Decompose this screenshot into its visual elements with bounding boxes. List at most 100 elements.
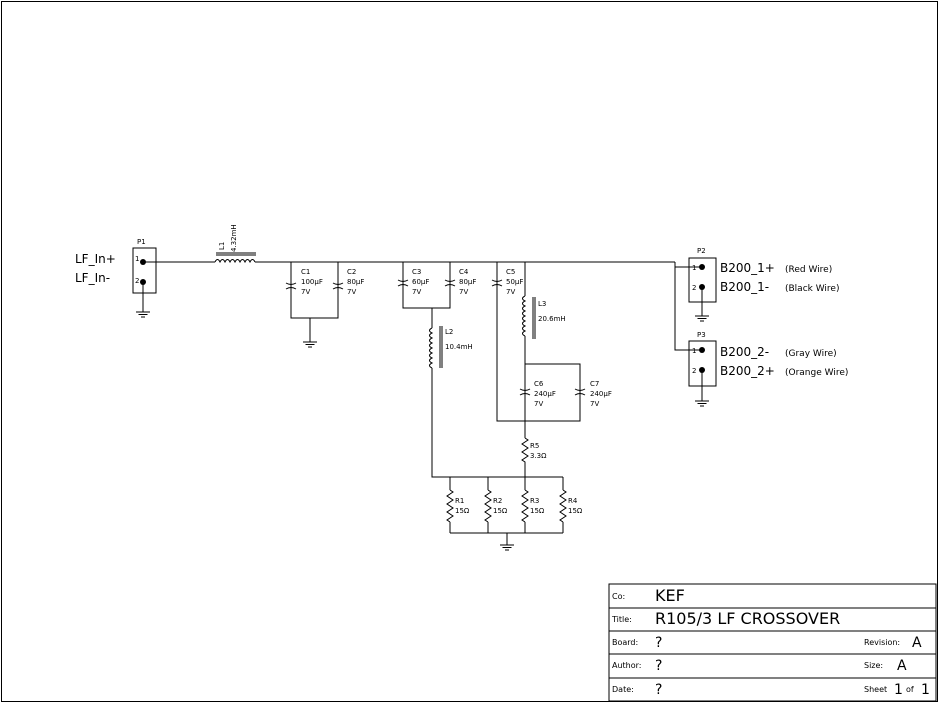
inductor-l1: L1 4.32mH: [214, 224, 256, 264]
inductor-l2-value: 10.4mH: [445, 343, 473, 351]
net-label-lf-in-minus: LF_In-: [75, 271, 110, 285]
connector-p1: P1 1 2: [132, 238, 157, 294]
capacitor-c3: C3 60µF 7V: [397, 268, 429, 296]
connector-p2: P2 1 2: [688, 247, 717, 303]
capacitor-c2-voltage: 7V: [347, 288, 356, 296]
capacitor-c5-value: 50µF: [506, 278, 523, 286]
net-label-lf-in-plus: LF_In+: [75, 252, 116, 266]
title-block-date-value: ?: [655, 682, 662, 698]
capacitor-c3-value: 60µF: [412, 278, 429, 286]
net-label-b200-1-plus: B200_1+: [720, 261, 775, 275]
title-block-board-label: Board:: [612, 638, 638, 647]
resistor-r4-value: 15Ω: [568, 507, 583, 515]
capacitor-c5-voltage: 7V: [506, 288, 515, 296]
connector-p1-pin2: 2: [135, 277, 139, 285]
net-label-b200-1-minus: B200_1-: [720, 280, 769, 294]
inductor-l2: L2 10.4mH: [429, 326, 473, 369]
connector-p3-pin1: 1: [692, 347, 696, 355]
resistor-r2: R2 15Ω: [484, 489, 508, 523]
resistor-r3-ref: R3: [530, 497, 539, 505]
net-label-b200-2-plus: B200_2+: [720, 364, 775, 378]
connector-p2-pin2: 2: [692, 284, 696, 292]
net-label-gray-wire: (Gray Wire): [785, 349, 837, 359]
resistor-r4-ref: R4: [568, 497, 578, 505]
connector-p3-ref: P3: [697, 331, 706, 339]
resistor-r3: R3 15Ω: [521, 489, 545, 523]
connector-p1-pin1: 1: [135, 255, 139, 263]
capacitor-c4-value: 80µF: [459, 278, 476, 286]
capacitor-c7-ref: C7: [590, 380, 599, 388]
capacitor-c4-voltage: 7V: [459, 288, 468, 296]
title-block-sheet-label: Sheet: [864, 685, 887, 694]
connector-p1-ref: P1: [137, 238, 146, 246]
net-label-orange-wire: (Orange Wire): [785, 368, 848, 378]
title-block-size-value: A: [897, 658, 907, 674]
inductor-l1-ref: L1: [218, 242, 226, 250]
connector-p2-pin1: 1: [692, 264, 696, 272]
capacitor-c7: C7 240µF 7V: [574, 380, 612, 408]
title-block-board-value: ?: [655, 635, 662, 651]
resistor-r4: R4 15Ω: [559, 489, 583, 523]
capacitor-c4-ref: C4: [459, 268, 469, 276]
capacitor-c3-ref: C3: [412, 268, 421, 276]
capacitor-c6-value: 240µF: [534, 390, 556, 398]
inductor-l3-ref: L3: [538, 300, 546, 308]
title-block: Co: KEF Title: R105/3 LF CROSSOVER Board…: [608, 583, 937, 702]
inductor-l3: L3 20.6mH: [522, 295, 566, 339]
title-block-co-label: Co:: [612, 592, 625, 601]
title-block-sheet-total: 1: [921, 682, 930, 698]
capacitor-c2-value: 80µF: [347, 278, 364, 286]
net-label-red-wire: (Red Wire): [785, 265, 832, 275]
inductor-l2-ref: L2: [445, 328, 453, 336]
capacitor-c2: C2 80µF 7V: [332, 268, 364, 296]
ground-symbol-p1: [135, 302, 151, 318]
title-block-author-value: ?: [655, 658, 662, 674]
title-block-size-label: Size:: [864, 661, 883, 670]
capacitor-c2-ref: C2: [347, 268, 356, 276]
capacitor-c1-value: 100µF: [301, 278, 323, 286]
capacitor-c3-voltage: 7V: [412, 288, 421, 296]
title-block-title-value: R105/3 LF CROSSOVER: [655, 609, 840, 628]
capacitor-c5: C5 50µF 7V: [491, 268, 523, 296]
capacitor-c5-ref: C5: [506, 268, 515, 276]
connector-p2-ref: P2: [697, 247, 706, 255]
capacitor-c1-ref: C1: [301, 268, 310, 276]
net-label-black-wire: (Black Wire): [785, 284, 839, 294]
title-block-sheet-of: of: [906, 685, 914, 694]
ground-symbol-p2: [694, 306, 710, 322]
resistor-r5-value: 3.3Ω: [530, 452, 547, 460]
capacitor-c6-voltage: 7V: [534, 400, 543, 408]
title-block-author-label: Author:: [612, 661, 642, 670]
capacitor-c4: C4 80µF 7V: [444, 268, 476, 296]
resistor-r1-value: 15Ω: [455, 507, 470, 515]
ground-symbol-p3: [694, 391, 710, 407]
resistor-r2-ref: R2: [493, 497, 502, 505]
resistor-r5: R5 3.3Ω: [521, 437, 547, 477]
capacitor-c7-voltage: 7V: [590, 400, 599, 408]
capacitor-c1: C1 100µF 7V: [285, 268, 323, 296]
title-block-revision-value: A: [912, 635, 922, 651]
inductor-l1-value: 4.32mH: [230, 224, 238, 252]
net-label-b200-2-minus: B200_2-: [720, 345, 769, 359]
title-block-date-label: Date:: [612, 685, 634, 694]
capacitor-c7-value: 240µF: [590, 390, 612, 398]
capacitor-c6: C6 240µF 7V: [519, 380, 556, 408]
resistor-r5-ref: R5: [530, 442, 539, 450]
capacitor-c1-voltage: 7V: [301, 288, 310, 296]
ground-symbol-c1c2: [302, 332, 318, 348]
connector-p3: P3 1 2: [688, 331, 717, 387]
resistor-r1: R1 15Ω: [446, 489, 470, 523]
ground-symbol-resistors: [499, 535, 515, 551]
resistor-r3-value: 15Ω: [530, 507, 545, 515]
title-block-title-label: Title:: [611, 615, 632, 624]
resistor-r1-ref: R1: [455, 497, 464, 505]
resistor-r2-value: 15Ω: [493, 507, 508, 515]
connector-p3-pin2: 2: [692, 367, 696, 375]
title-block-co-value: KEF: [655, 586, 685, 605]
inductor-l3-value: 20.6mH: [538, 315, 566, 323]
title-block-sheet-num: 1: [894, 682, 903, 698]
title-block-revision-label: Revision:: [864, 638, 900, 647]
capacitor-c6-ref: C6: [534, 380, 544, 388]
